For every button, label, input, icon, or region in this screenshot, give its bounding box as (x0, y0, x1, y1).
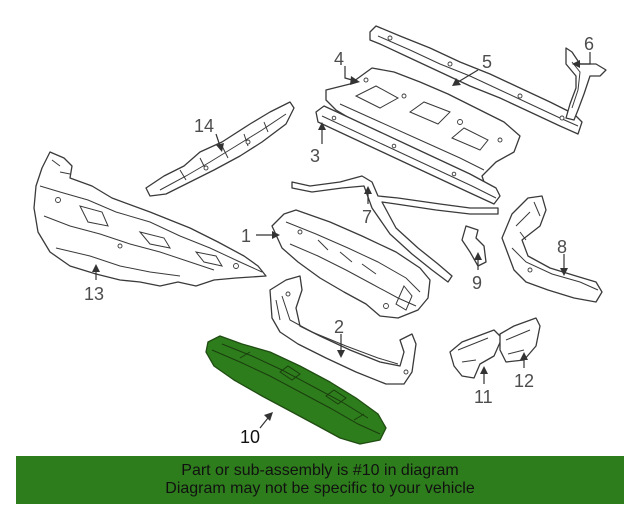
part-2-support-frame (269, 275, 417, 385)
part-11-air-guide (449, 329, 503, 379)
banner-line-disclaimer: Diagram may not be specific to your vehi… (165, 480, 475, 497)
callout-5: 5 (482, 52, 492, 72)
part-8-side-member (501, 195, 603, 303)
part-6-bracket (565, 47, 607, 121)
part-13-bumper-cover (33, 151, 267, 287)
banner-line-part: Part or sub-assembly is #10 in diagram (181, 462, 459, 479)
leader-lines (92, 52, 591, 429)
callout-8: 8 (557, 237, 567, 257)
callout-12: 12 (514, 371, 534, 391)
callout-13: 13 (84, 284, 104, 304)
part-12-air-guide (499, 317, 541, 363)
callout-labels: 1 2 3 4 5 6 7 8 9 10 11 12 13 14 (84, 34, 594, 447)
callout-9: 9 (472, 273, 482, 293)
info-banner: Part or sub-assembly is #10 in diagram D… (16, 456, 624, 504)
callout-4: 4 (334, 49, 344, 69)
part-3-cross-rail (315, 105, 501, 205)
part-5-upper-crossbar (369, 25, 583, 135)
callout-1: 1 (241, 226, 251, 246)
callout-11: 11 (474, 387, 493, 407)
part-10-impact-absorber (205, 335, 387, 445)
part-1-upper-housing (271, 209, 431, 319)
callout-3: 3 (310, 146, 320, 166)
callout-6: 6 (584, 34, 594, 54)
part-4-upper-panel (325, 67, 521, 189)
callout-14: 14 (194, 116, 214, 136)
part-7-brace (291, 175, 499, 283)
callout-7: 7 (362, 207, 372, 227)
callout-2: 2 (334, 317, 344, 337)
callout-10: 10 (240, 427, 260, 447)
